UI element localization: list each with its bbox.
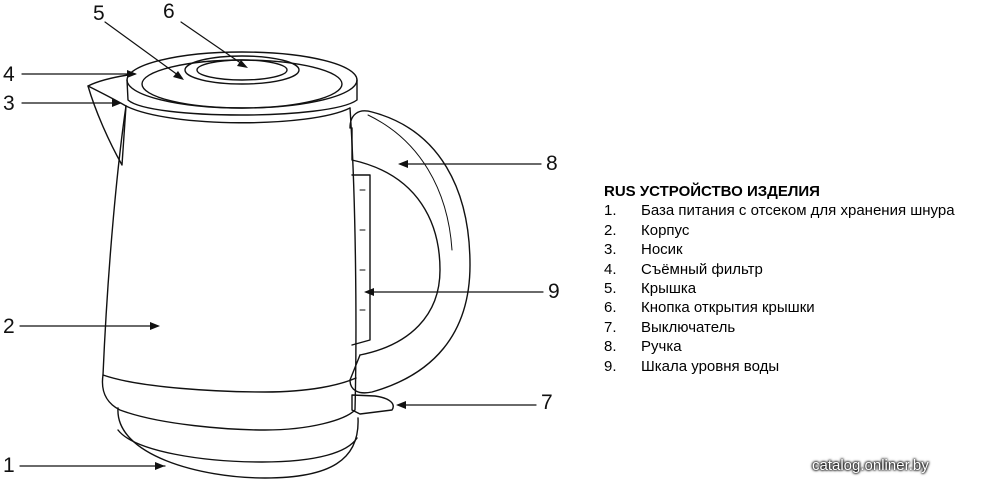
legend-item: 7. Выключатель bbox=[604, 318, 955, 337]
watermark: catalog.onliner.by bbox=[812, 457, 929, 474]
legend-item-text: Ручка bbox=[641, 338, 682, 356]
legend-item: 4. Съёмный фильтр bbox=[604, 260, 955, 279]
legend-item: 6. Кнопка открытия крышки bbox=[604, 298, 955, 317]
callout-7: 7 bbox=[541, 391, 553, 414]
kettle-body bbox=[101, 105, 357, 431]
legend-item-text: Корпус bbox=[641, 221, 690, 239]
legend-item: 8. Ручка bbox=[604, 337, 955, 356]
arrow-heads bbox=[112, 60, 408, 470]
callout-5: 5 bbox=[93, 2, 105, 25]
legend-item: 1. База питания с отсеком для хранения шн… bbox=[604, 201, 955, 220]
legend-item-number: 3. bbox=[604, 241, 617, 259]
callout-6: 6 bbox=[163, 0, 175, 23]
callout-8: 8 bbox=[546, 152, 558, 175]
legend-item-text: Выключатель bbox=[641, 318, 736, 336]
legend-item-number: 5. bbox=[604, 280, 617, 298]
callout-9: 9 bbox=[548, 280, 560, 303]
legend-item-number: 9. bbox=[604, 357, 617, 375]
parts-legend: RUS УСТРОЙСТВО ИЗДЕЛИЯ 1. База питания с … bbox=[604, 182, 955, 376]
legend-item-text: Кнопка открытия крышки bbox=[641, 299, 815, 317]
lid-button bbox=[184, 55, 300, 85]
legend-item: 5. Крышка bbox=[604, 279, 955, 298]
kettle-spout bbox=[87, 73, 136, 166]
callout-2: 2 bbox=[3, 315, 15, 338]
legend-item: 9. Шкала уровня воды bbox=[604, 357, 955, 376]
callout-3: 3 bbox=[3, 92, 15, 115]
power-switch bbox=[351, 394, 394, 415]
kettle-handle bbox=[349, 110, 471, 394]
leader-lines bbox=[19, 21, 544, 467]
legend-item-number: 1. bbox=[604, 202, 617, 220]
legend-heading: RUS УСТРОЙСТВО ИЗДЕЛИЯ bbox=[604, 183, 820, 200]
legend-item-text: Шкала уровня воды bbox=[641, 357, 780, 375]
callout-1: 1 bbox=[3, 454, 15, 477]
legend-item-number: 7. bbox=[604, 318, 617, 336]
legend-item-number: 8. bbox=[604, 338, 617, 356]
legend-item-number: 4. bbox=[604, 260, 617, 278]
legend-item-number: 2. bbox=[604, 221, 617, 239]
legend-item: 2. Корпус bbox=[604, 221, 955, 240]
legend-item-text: База питания с отсеком для хранения шнур… bbox=[641, 202, 955, 220]
callout-4: 4 bbox=[3, 63, 15, 86]
legend-item-text: Съёмный фильтр bbox=[641, 260, 763, 278]
kettle-base bbox=[117, 407, 359, 479]
legend-item: 3. Носик bbox=[604, 240, 955, 259]
water-level-window bbox=[351, 174, 371, 346]
legend-item-text: Носик bbox=[641, 241, 683, 259]
legend-item-number: 6. bbox=[604, 299, 617, 317]
legend-item-text: Крышка bbox=[641, 280, 697, 298]
